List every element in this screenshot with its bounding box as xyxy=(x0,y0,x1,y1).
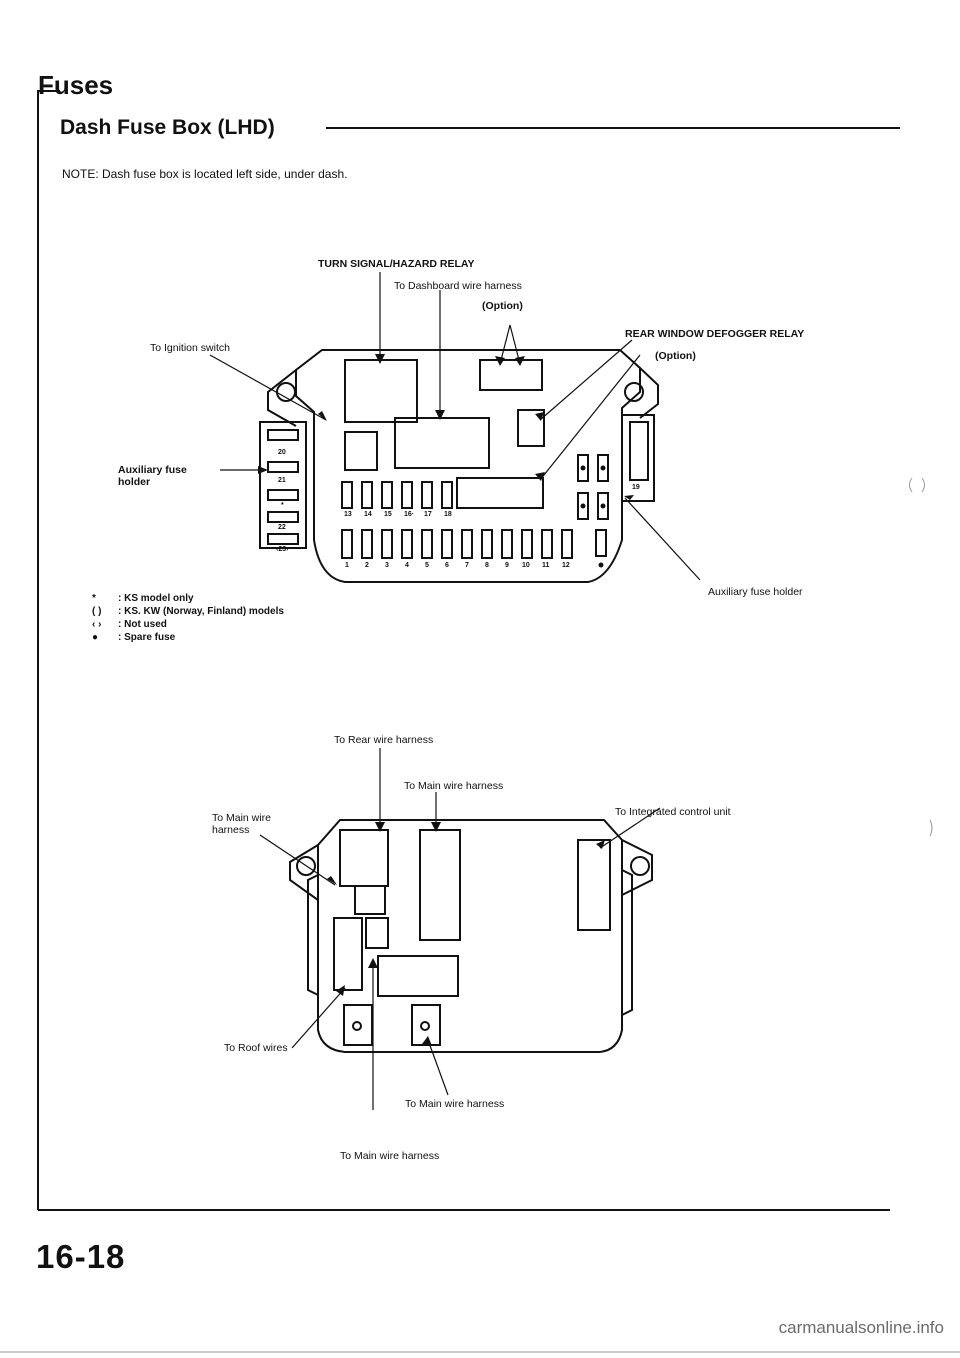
legend: *: KS model only ( ): KS. KW (Norway, Fi… xyxy=(92,592,284,644)
mount-tab-left xyxy=(267,369,297,427)
fuse-number: 1 xyxy=(345,562,349,569)
fuse-number: 7 xyxy=(465,562,469,569)
aux-fuse-holder-right xyxy=(621,414,655,502)
mount-hole-rear-left xyxy=(296,856,316,876)
fuse-number: 8 xyxy=(485,562,489,569)
fuse-number: 18 xyxy=(444,511,452,518)
fuse-number: 14 xyxy=(364,511,372,518)
main-harness-top-label: To Main wire harness xyxy=(404,780,504,792)
fuse-number: 3 xyxy=(385,562,389,569)
fuse-number: 17 xyxy=(424,511,432,518)
aux-fuse-holder-left-label-2: holder xyxy=(118,476,151,488)
fuse-box-housing xyxy=(295,349,641,583)
rear-harness-label: To Rear wire harness xyxy=(334,734,434,746)
fuse-number: 4 xyxy=(405,562,409,569)
aux-fuse-number: 19 xyxy=(632,484,640,491)
defogger-relay-socket xyxy=(456,477,544,509)
dashboard-harness-label: To Dashboard wire harness xyxy=(394,280,522,292)
aux-fuse-number: 20 xyxy=(278,449,286,456)
aux-fuse-holder-left-label: Auxiliary fuse xyxy=(118,464,187,476)
integrated-control-label: To Integrated control unit xyxy=(615,806,731,818)
fuse-number: 16· xyxy=(404,511,415,518)
page-number: 16-18 xyxy=(36,1238,126,1275)
left-frame-line xyxy=(37,90,60,1210)
main-wire-left-label-2: harness xyxy=(212,824,250,836)
option-label-2: (Option) xyxy=(655,350,696,362)
mount-hole-rear-right xyxy=(630,856,650,876)
mount-tab-rear-right xyxy=(621,839,653,896)
aux-fuse-number: * xyxy=(281,502,284,509)
roof-wires-label: To Roof wires xyxy=(224,1042,288,1054)
fuse-row-middle xyxy=(341,481,453,509)
aux-fuse-number: 21 xyxy=(278,477,286,484)
rear-defogger-relay-label: REAR WINDOW DEFOGGER RELAY xyxy=(625,328,805,340)
fuse-row-bottom xyxy=(341,529,573,559)
mount-tab-rear-left xyxy=(289,844,319,901)
fuse-number: 6 xyxy=(445,562,449,569)
section-title: Fuses xyxy=(38,70,114,100)
main-harness-bottom-label-2: To Main wire harness xyxy=(340,1150,440,1162)
fuse-number: 5 xyxy=(425,562,429,569)
note-text: NOTE: Dash fuse box is located left side… xyxy=(62,167,348,181)
aux-fuse-number: ‹23› xyxy=(276,546,289,553)
turn-signal-relay-label: TURN SIGNAL/HAZARD RELAY xyxy=(318,258,475,270)
fuse-number: 10 xyxy=(522,562,530,569)
ignition-switch-label: To Ignition switch xyxy=(150,342,230,354)
fuse-box-rear-housing xyxy=(317,819,623,1053)
option-label-1: (Option) xyxy=(482,300,523,312)
fuse-number: 13 xyxy=(344,511,352,518)
legend-item: ●: Spare fuse xyxy=(92,632,176,643)
page-subtitle: Dash Fuse Box (LHD) xyxy=(60,116,275,139)
fuse-number: 15 xyxy=(384,511,392,518)
legend-item: ( ): KS. KW (Norway, Finland) models xyxy=(92,606,284,617)
legend-item: ‹ ›: Not used xyxy=(92,619,167,630)
aux-fuse-holder-left xyxy=(259,421,307,549)
aux-fuse-holder-right-label: Auxiliary fuse holder xyxy=(708,586,803,598)
fuse-number: 2 xyxy=(365,562,369,569)
main-wire-left-label: To Main wire xyxy=(212,812,271,824)
mount-hole-right xyxy=(624,382,644,402)
watermark: carmanualsonline.info xyxy=(778,1318,944,1337)
fuse-number: 11 xyxy=(542,562,550,569)
mount-tab-right xyxy=(639,367,659,419)
fuse-number: 12 xyxy=(562,562,570,569)
aux-fuse-number: 22 xyxy=(278,524,286,531)
legend-item: *: KS model only xyxy=(92,593,194,604)
fuse-number: 9 xyxy=(505,562,509,569)
main-harness-bottom-label: To Main wire harness xyxy=(405,1098,505,1110)
